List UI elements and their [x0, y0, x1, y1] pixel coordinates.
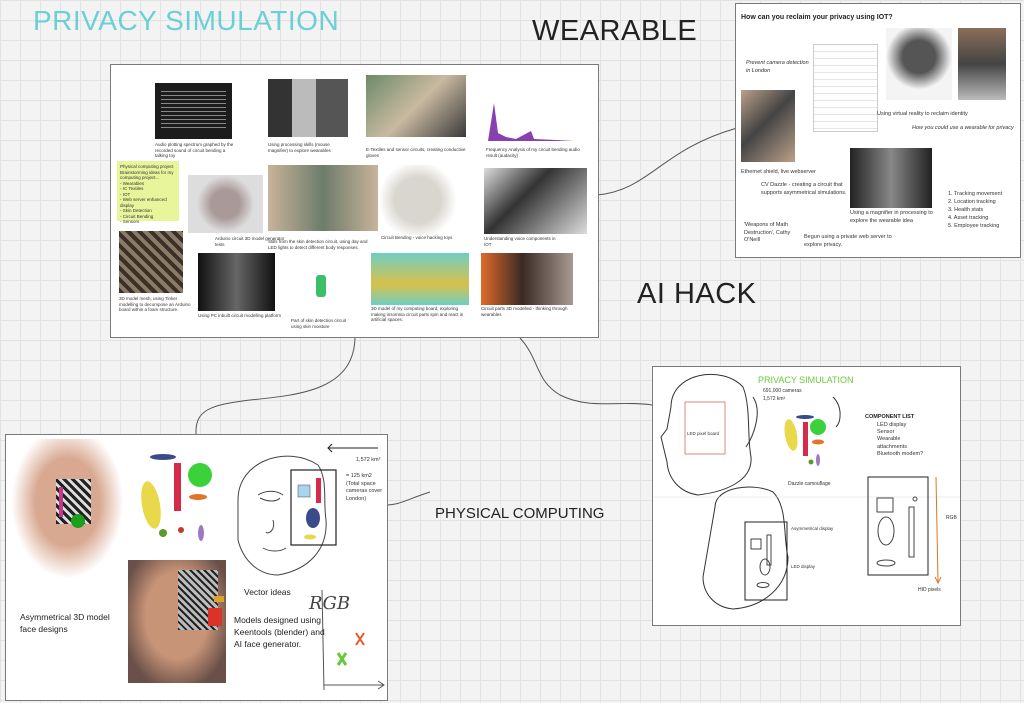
cameras-label: 691,000 cameras [763, 388, 802, 394]
tracking-list-item: 3. Health stats [948, 207, 984, 213]
component-item: Sensor [877, 429, 895, 435]
arduino-3d-image [188, 175, 263, 233]
dazzle-label: Dazzle camouflage [788, 481, 831, 487]
asym-display-label: Asymmetrical display [791, 526, 834, 531]
sticky-line: - IC Textiles [120, 186, 144, 191]
caption-mesh: 3D model mesh, using Tinker modelling to… [119, 296, 191, 312]
caption-frequency: Frequency Analysis of my circuit bending… [486, 147, 580, 158]
tracking-list-item: 5. Employee tracking [948, 223, 1000, 229]
sticky-line: computing project... [120, 175, 160, 180]
hid-label: HID pixels [918, 587, 941, 593]
rgb-label: RGB [946, 515, 957, 521]
vr-face-image-2 [958, 28, 1006, 100]
camera-sketch-image [813, 44, 878, 132]
mesh-model-image [119, 231, 183, 293]
caption-skin: Stills from the skin detection circuit, … [268, 239, 368, 250]
sticky-note[interactable]: Physical computing project Brainstorming… [117, 161, 179, 224]
magnifier-wearable-image [850, 148, 932, 208]
board-title: PRIVACY SIMULATION [33, 5, 340, 36]
caption-board: 3D model of my computing board, explorin… [371, 306, 464, 322]
skin-detection-image [268, 165, 378, 231]
mesh-face-render [128, 560, 226, 683]
wearable-question: How can you reclaim your privacy using I… [741, 14, 893, 21]
design-frame[interactable]: 1,572 km² = 125 km2 (Total space cameras… [5, 434, 388, 701]
caption-voice: Understanding voice components in IOT [484, 236, 556, 247]
sticky-line: - Circuit Bending [120, 213, 154, 219]
cameras-area: 1,572 km² [763, 396, 786, 402]
component-item: Wearable attachments [877, 436, 907, 450]
sticky-line: Brainstorming ideas for my [120, 169, 174, 175]
magnifier-label: Using a magnifier in processing to explo… [850, 210, 933, 224]
tracking-list-item: 1. Tracking movement [948, 191, 1003, 197]
component-item: Bluetooth modem? [877, 451, 924, 457]
pc-circuit-image [198, 253, 275, 311]
ethernet-shield-image [741, 90, 795, 162]
sticky-line: Physical computing project [120, 164, 174, 169]
prevent-camera-label: Prevent camera detection in London [746, 60, 809, 74]
area-label: 1,572 km² [356, 457, 381, 463]
vector-face-sketch[interactable] [228, 440, 383, 585]
section-title-ai-hack: AI HACK [637, 278, 757, 310]
research-frame[interactable]: Audio plotting spectrum graphed by the r… [110, 64, 599, 338]
caption-etextiles: E-Textiles and sensor circuits, creating… [366, 147, 466, 158]
voice-components-image [484, 168, 587, 234]
caption-arduino: Arduino circuit 3D model generator tests [215, 236, 285, 247]
ethernet-label: Ethernet shield, live webserver [741, 169, 816, 175]
physical-frame[interactable]: PRIVACY SIMULATION 691,000 cameras 1,572… [652, 366, 961, 626]
tracking-list-item: 2. Location tracking [948, 199, 996, 205]
asym-face-render [11, 439, 124, 579]
magnifier-image [268, 79, 348, 137]
rgb-axis-sketch [321, 589, 385, 691]
models-label: Models designed using Keentools (blender… [234, 615, 325, 649]
begun-label: Begun using a private web server to expl… [804, 234, 892, 248]
area-note: = 125 km2 (Total space cameras cover Lon… [346, 473, 383, 502]
led-display-label: LED display [791, 564, 816, 569]
asym-label: Asymmetrical 3D model face designs [20, 612, 110, 634]
section-title-physical: PHYSICAL COMPUTING [435, 505, 605, 522]
sticky-line: - IOT [120, 191, 131, 197]
sticky-line: - Sensors [120, 219, 140, 224]
physical-title: PRIVACY SIMULATION [758, 375, 854, 385]
caption-parts: Circuit parts 3D modelled - thinking thr… [481, 306, 568, 317]
frequency-chart [486, 93, 576, 143]
caption-pc: Using PC inbuilt circuit modelling platf… [198, 313, 282, 318]
audio-spectrum-image [155, 83, 232, 139]
circuit-bending-image [381, 165, 473, 235]
etextiles-image [366, 75, 466, 137]
caption-audio: Audio plotting spectrum graphed by the r… [155, 142, 234, 158]
shapes-pattern[interactable] [133, 445, 219, 548]
circuit-parts-image [481, 253, 573, 305]
computing-board-3d-image [371, 253, 469, 305]
vr-label: Using virtual reality to reclaim identit… [877, 111, 968, 117]
sticky-line: - Skin Detection [120, 208, 152, 213]
component-item: LED display [877, 422, 907, 428]
sticky-line: - Wearables [120, 180, 145, 186]
caption-bending: Circuit Bending - voice hacking toys [381, 235, 453, 240]
wearable-frame[interactable]: How can you reclaim your privacy using I… [735, 3, 1021, 258]
led-pixel-label: LED pixel board [687, 431, 720, 436]
sticky-line: - Web server enhanced display [120, 197, 167, 208]
component-list-title: COMPONENT LIST [865, 414, 915, 420]
vr-face-image-1 [886, 28, 952, 100]
skin-moisture-image [291, 257, 351, 313]
rgb-handwritten: RGB [309, 593, 351, 614]
caption-moisture: Part of skin detection circuit using ski… [291, 318, 347, 329]
tracking-list-item: 4. Asset tracking [948, 215, 989, 221]
vector-ideas-label: Vector ideas [244, 587, 291, 597]
weapons-label: 'Weapons of Math Destruction', Cathy O'N… [744, 222, 791, 243]
caption-magnifier: Using processing skills (mouse magnifier… [268, 142, 331, 153]
section-title-wearable: WEARABLE [532, 15, 698, 47]
cv-dazzle-label: CV Dazzle - creating a circuit that supp… [761, 182, 847, 196]
how-wearable-label: How you could use a wearable for privacy [912, 125, 1014, 131]
physical-sketches [653, 373, 960, 610]
